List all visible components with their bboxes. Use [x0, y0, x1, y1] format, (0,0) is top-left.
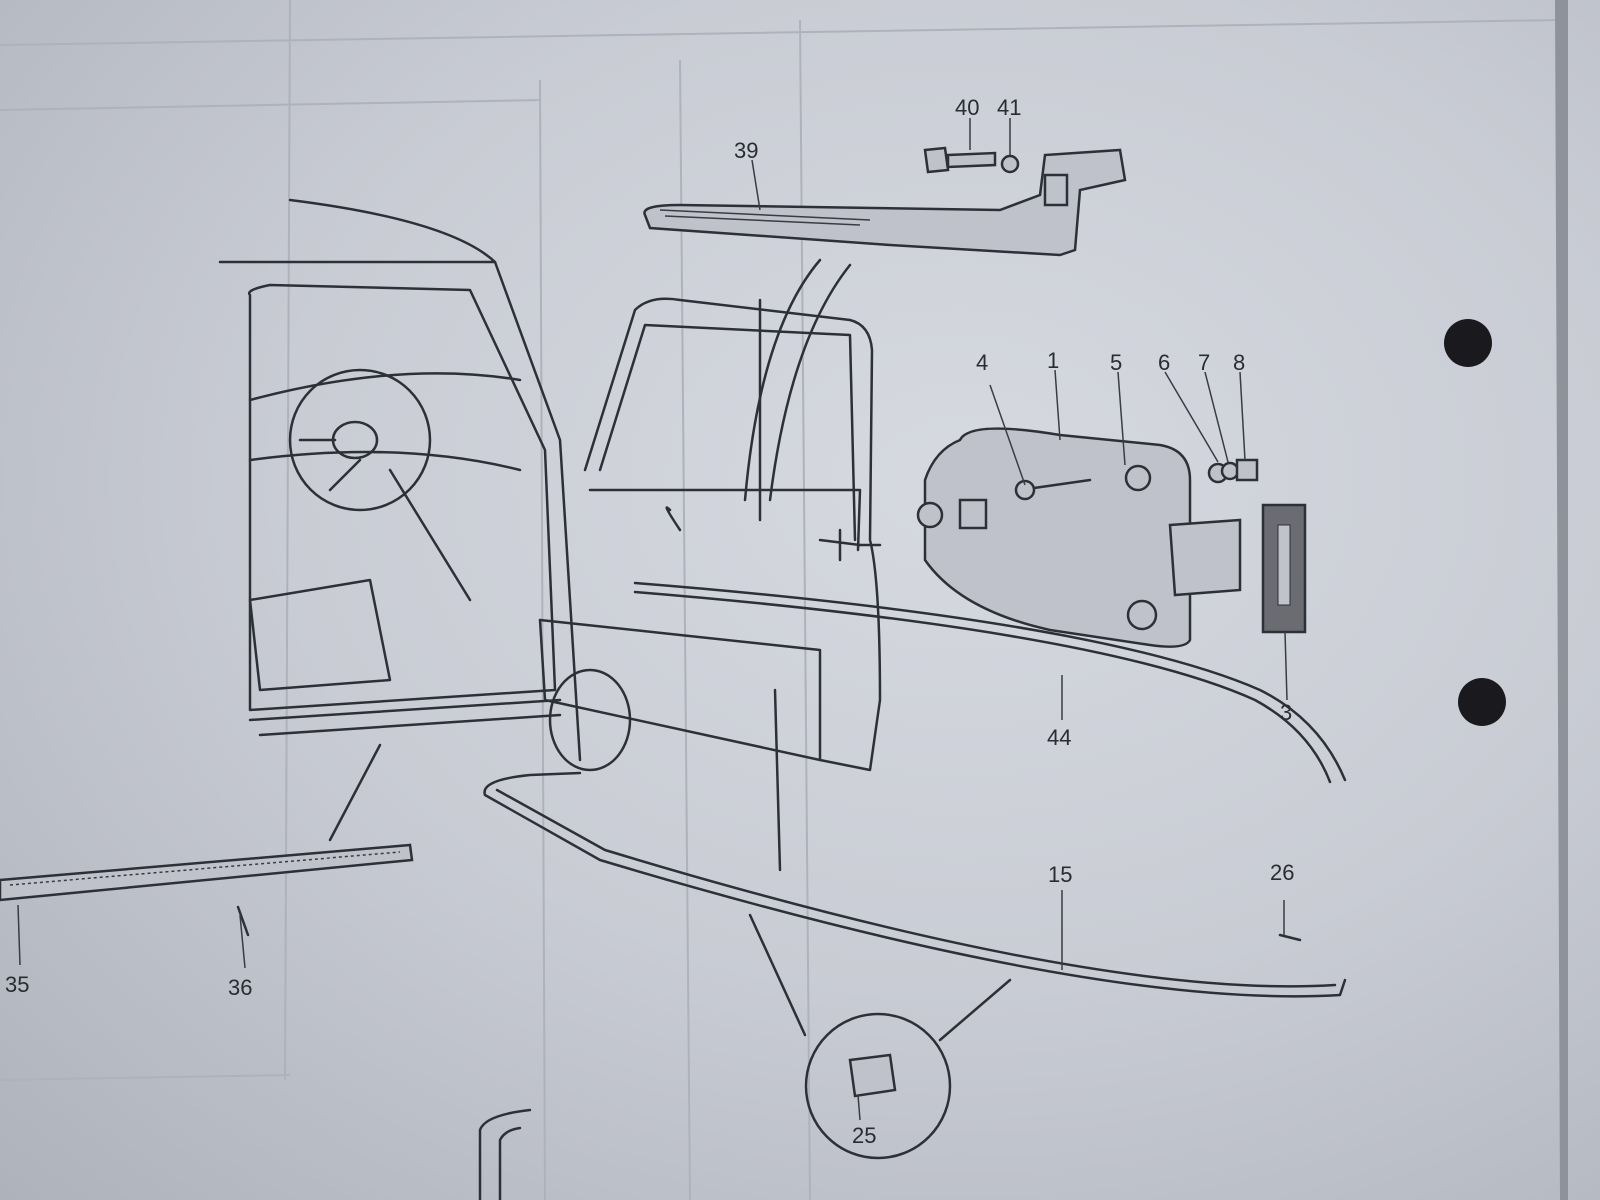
door-outline — [538, 258, 882, 772]
callout-5: 5 — [1110, 350, 1122, 375]
callout-labels: 39 40 41 4 1 5 6 7 8 3 44 15 26 35 36 25 — [5, 95, 1294, 1148]
callout-3: 3 — [1280, 700, 1292, 725]
part-6-7-8-washers-nut — [1207, 458, 1259, 484]
callout-15: 15 — [1048, 862, 1072, 887]
callout-8: 8 — [1233, 350, 1245, 375]
callout-26: 26 — [1270, 860, 1294, 885]
part-35-sill-strip — [0, 843, 414, 902]
callout-35: 35 — [5, 972, 29, 997]
callout-6: 6 — [1158, 350, 1170, 375]
leader-lines — [17, 118, 1288, 1121]
callout-25: 25 — [852, 1123, 876, 1148]
part-1-lock-body — [916, 427, 1242, 648]
part-4-screw — [1014, 478, 1092, 501]
callout-41: 41 — [997, 95, 1021, 120]
part-41-washer — [1000, 154, 1020, 174]
callout-4: 4 — [976, 350, 988, 375]
callout-7: 7 — [1198, 350, 1210, 375]
car-body-outline — [218, 198, 632, 772]
lower-seal-part — [478, 1108, 532, 1200]
part-25-clip-detail — [804, 1012, 952, 1160]
part-44-seal-strip — [633, 581, 1347, 784]
part-15-seal — [483, 771, 1347, 998]
part-3-striker-pad — [1261, 503, 1307, 634]
callout-40: 40 — [955, 95, 979, 120]
part-39-bracket — [643, 148, 1127, 257]
part-36-screw — [236, 905, 250, 937]
show-through-table — [0, 0, 1561, 1200]
callout-44: 44 — [1047, 725, 1071, 750]
callout-36: 36 — [228, 975, 252, 1000]
punch-hole — [1458, 678, 1506, 726]
callout-39: 39 — [734, 138, 758, 163]
part-40-bolt — [923, 146, 997, 174]
part-26-screw — [1278, 933, 1302, 942]
callout-1: 1 — [1047, 348, 1059, 373]
punch-hole — [1444, 319, 1492, 367]
